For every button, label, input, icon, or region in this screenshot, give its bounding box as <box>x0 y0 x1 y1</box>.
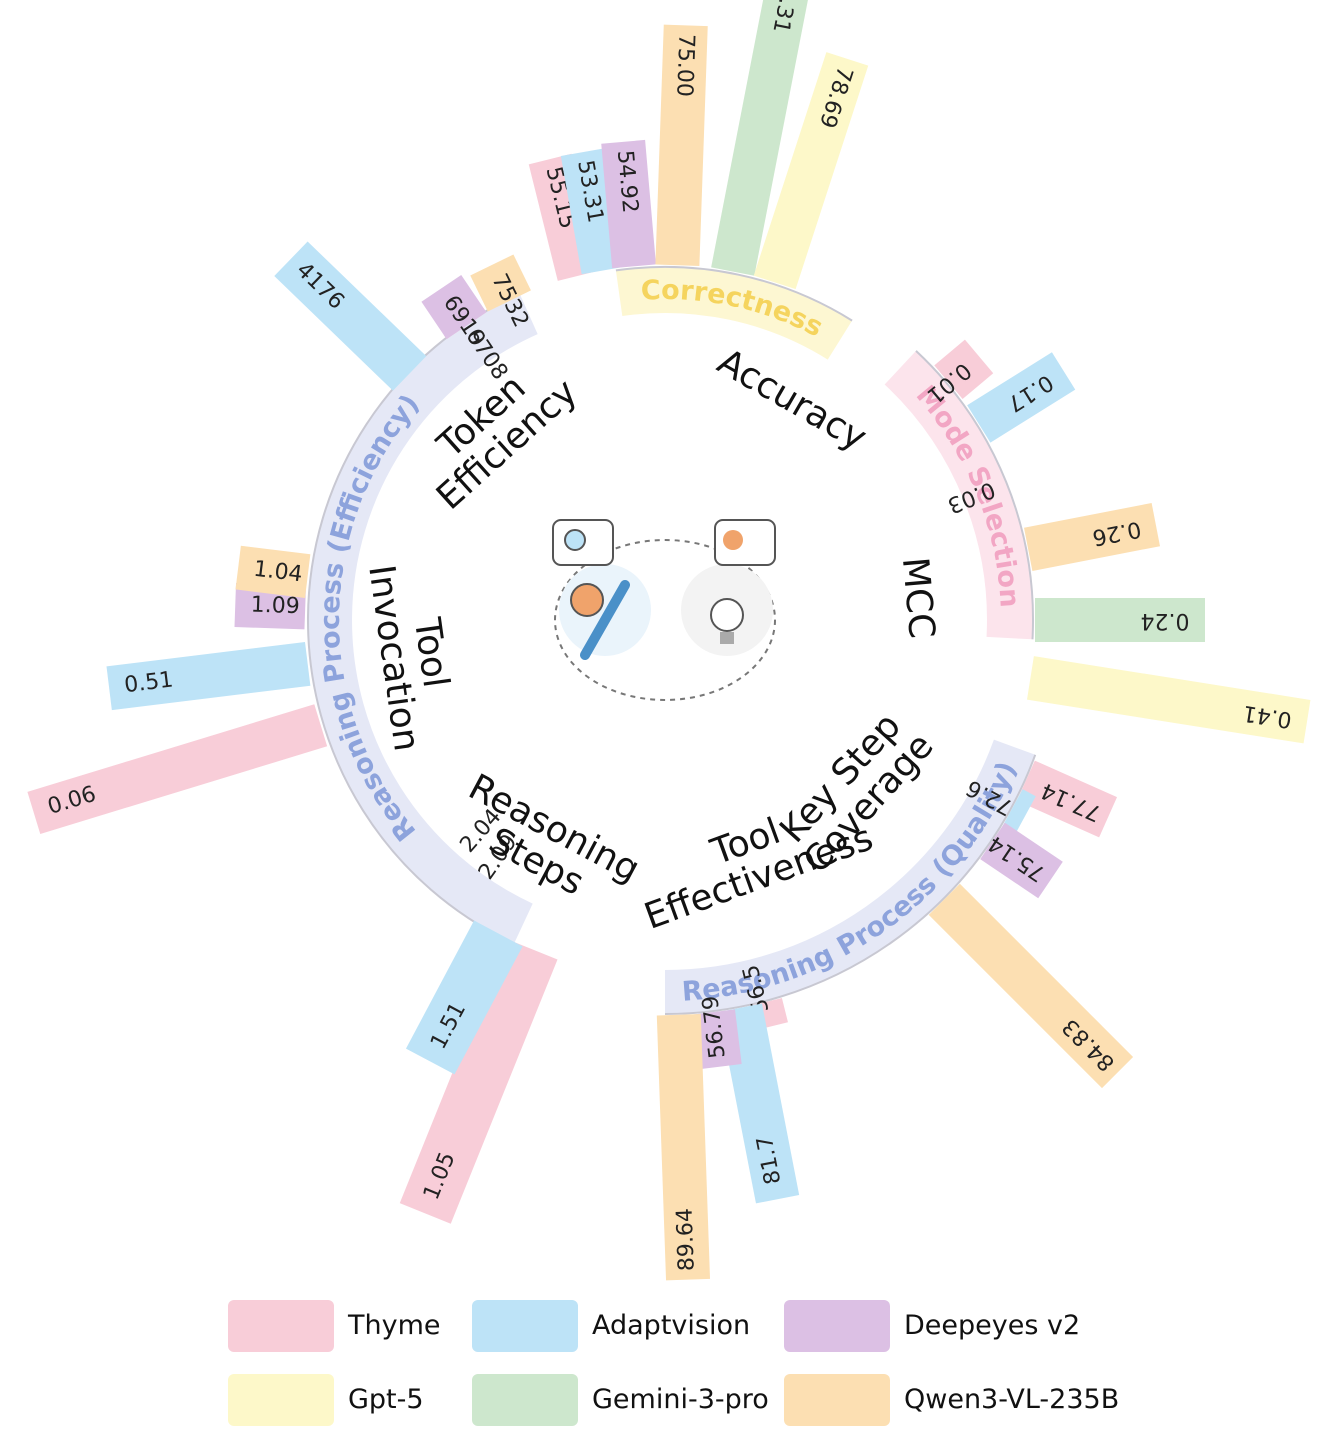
bar-value-label: 1.09 <box>250 593 300 620</box>
metric-label-line: Tool <box>406 614 456 690</box>
bar-mcc-gemini-3-pro: 0.24 <box>1035 598 1205 642</box>
bar-rect <box>1001 789 1036 835</box>
lightbulb-icon <box>710 598 744 632</box>
bar-rect <box>27 704 328 835</box>
bar-rect <box>934 339 994 400</box>
search-icon <box>564 529 586 551</box>
bar-rect <box>470 254 531 312</box>
group-band-mode-selection <box>884 350 1033 640</box>
bar-key-step-coverage-qwen3-vl-235b: 84.83 <box>928 883 1134 1089</box>
bar-rect <box>655 24 708 266</box>
legend-swatch <box>228 1300 334 1352</box>
legend-swatch <box>228 1374 334 1426</box>
bar-rect <box>106 642 311 711</box>
legend-swatch <box>784 1374 890 1426</box>
bar-tool-invocation-adaptvision: 0.51 <box>106 642 311 711</box>
bar-rect <box>980 822 1063 899</box>
bar-accuracy-deepeyes-v2: 54.92 <box>601 139 656 269</box>
legend-label: Qwen3-VL-235B <box>904 1384 1120 1415</box>
legend-swatch <box>784 1300 890 1352</box>
bar-mcc-qwen3-vl-235b: 0.26 <box>1024 502 1161 571</box>
bar-rect <box>691 1009 742 1070</box>
legend-label: Adaptvision <box>592 1310 751 1341</box>
legend-label: Gemini-3-pro <box>592 1384 769 1415</box>
bar-accuracy-gpt-5: 78.69 <box>753 52 869 290</box>
metric-label-mcc: MCC <box>894 556 942 641</box>
bar-tool-effectiveness-qwen3-vl-235b: 89.64 <box>656 1013 711 1281</box>
wrench-icon <box>580 580 630 660</box>
legend-swatch <box>472 1300 578 1352</box>
legend-label: Thyme <box>348 1310 441 1341</box>
bar-rect <box>928 883 1134 1089</box>
bar-token-efficiency-adaptvision: 4176 <box>274 241 427 391</box>
bar-value-label: 1.04 <box>252 557 304 588</box>
group-band-correctness <box>615 266 853 360</box>
bar-rect <box>711 0 815 276</box>
group-band-edge <box>664 754 1037 1015</box>
bar-value-label: 0.51 <box>123 667 175 698</box>
bar-rect <box>1035 598 1205 642</box>
group-band-edge <box>915 350 1034 640</box>
bar-rect <box>421 274 487 340</box>
bar-rect <box>1027 656 1311 744</box>
chat-dot-icon <box>723 530 743 550</box>
bar-value-label: 54.92 <box>612 149 642 214</box>
bar-tool-invocation-thyme: 0.06 <box>27 704 328 835</box>
bar-token-efficiency-qwen3-vl-235b: 7532 <box>470 254 533 331</box>
gear-icon <box>570 583 604 617</box>
bar-value-label: 75.00 <box>671 33 698 97</box>
bar-rect <box>656 1013 711 1281</box>
lightbulb-base-icon <box>720 632 734 644</box>
bar-rect <box>1016 760 1118 838</box>
legend-swatch <box>472 1374 578 1426</box>
legend-label: Gpt-5 <box>348 1384 424 1415</box>
metric-label-line: MCC <box>894 556 942 641</box>
bar-rect <box>967 352 1076 443</box>
bar-value-label: 0.24 <box>1141 608 1190 633</box>
group-band-edge <box>615 265 853 322</box>
bar-rect <box>235 545 311 598</box>
bar-rect <box>399 938 558 1224</box>
bar-rect <box>753 52 869 290</box>
bar-tool-invocation-qwen3-vl-235b: 1.04 <box>235 545 311 598</box>
center-icons <box>552 519 776 701</box>
legend-label: Deepeyes v2 <box>904 1310 1081 1341</box>
legend: Thyme Adaptvision Deepeyes v2 Gpt-5 Gemi… <box>228 1300 1188 1430</box>
bar-rect <box>274 241 427 391</box>
bar-accuracy-qwen3-vl-235b: 75.00 <box>655 24 708 266</box>
bar-reasoning-steps-adaptvision: 1.51 <box>405 920 523 1075</box>
dashed-loop-icon <box>554 539 776 701</box>
group-band-reasoning-process-quality <box>664 739 1036 1014</box>
inner-disc <box>345 300 985 940</box>
bar-rect <box>1024 502 1161 571</box>
bar-rect <box>405 920 523 1075</box>
bar-value-label: 89.64 <box>673 1208 700 1272</box>
bar-rect <box>601 139 656 269</box>
bar-reasoning-steps-thyme: 1.05 <box>399 938 558 1224</box>
bar-accuracy-gemini-3-pro: 86.31 <box>711 0 815 276</box>
group-band-reasoning-process-efficiency <box>308 293 538 944</box>
bar-mcc-gpt-5: 0.41 <box>1027 656 1311 744</box>
